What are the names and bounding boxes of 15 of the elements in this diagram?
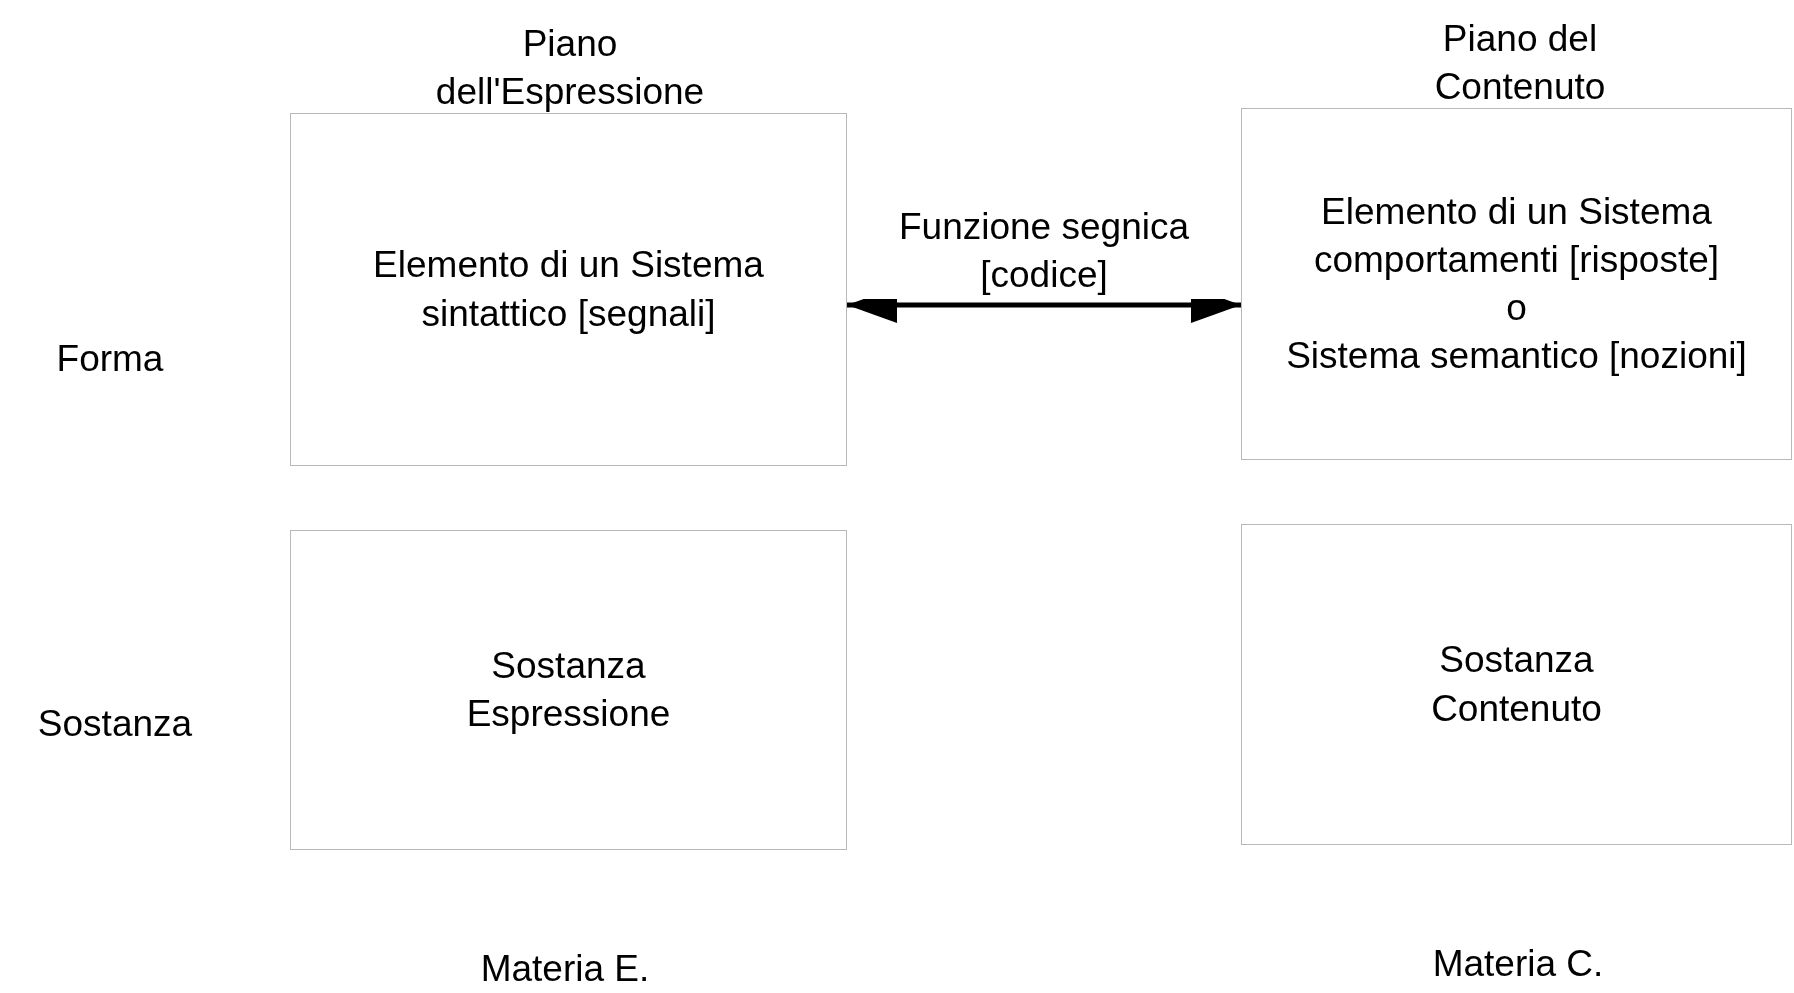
row-heading: Sostanza: [36, 702, 194, 746]
node-text: o: [1505, 286, 1528, 330]
column-heading: Piano del Contenuto: [1433, 17, 1607, 110]
node-text: Sostanza Contenuto: [1430, 638, 1603, 731]
text-box: [290, 113, 847, 466]
footer-text: Materia C.: [1431, 942, 1605, 986]
node-text: Sistema semantico [nozioni]: [1285, 334, 1748, 379]
text-box: [1241, 524, 1792, 845]
column-heading: Piano dell'Espressione: [434, 22, 706, 115]
node-text: Sostanza Espressione: [465, 643, 672, 736]
text-box: [290, 530, 847, 850]
row-heading: Forma: [55, 337, 165, 381]
node-text: Elemento di un Sistema sintattico [segnali]: [372, 243, 765, 336]
text-box: [1241, 108, 1792, 460]
footer-text: Materia E.: [479, 947, 651, 991]
